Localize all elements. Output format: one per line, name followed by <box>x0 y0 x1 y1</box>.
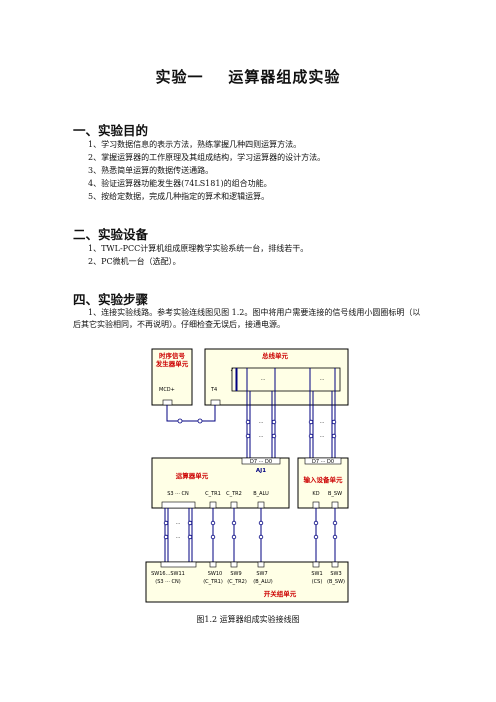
bus-dots-left: ··· <box>261 377 266 383</box>
purpose-item-3: 3、熟悉简单运算的数据传送通路。 <box>88 166 214 175</box>
wire-dots-2: ··· <box>259 434 264 440</box>
alu-pin-ctr1: C_TR1 <box>205 491 221 497</box>
wire-dots-3: ··· <box>320 420 325 426</box>
purpose-item-5: 5、按给定数据，完成几种指定的算术和逻辑运算。 <box>88 192 270 201</box>
figure-caption: 图1.2 运算器组成实验接线图 <box>196 615 300 624</box>
section-heading-steps: 四、实验步骤 <box>73 292 149 307</box>
bus-unit-box: 总线单元 T4 ··· ··· <box>204 348 349 406</box>
alu-pin-balu: B_ALU <box>253 491 269 497</box>
section-heading-purpose: 一、实验目的 <box>73 123 149 138</box>
purpose-item-2: 2、掌握运算器的工作原理及其组成结构，学习运算器的设计方法。 <box>88 153 326 162</box>
switch-unit-title: 开关组单元 <box>264 589 297 598</box>
page-title: 实验一 运算器组成实验 <box>155 68 341 86</box>
alu-unit-title: 运算器单元 <box>176 471 209 480</box>
switch-func-s3cn: (S3 ··· CN) <box>155 579 180 585</box>
alu-unit-box: D7 ··· D0 AJ1 运算器单元 S3 ··· CN C_TR1 C_TR… <box>151 457 290 509</box>
t4-pin <box>210 399 221 406</box>
equipment-item-2: 2、PC微机一台（选配）。 <box>88 257 181 266</box>
timing-unit-title-1: 时序信号 <box>159 351 186 360</box>
bus-dots-right: ··· <box>320 377 325 383</box>
switch-func-ctr1: (C_TR1) <box>203 579 223 585</box>
switch-label-sw7: SW7 <box>256 571 267 577</box>
switch-unit-box: SW16...SW11 SW10 SW9 SW7 SW1 SW3 (S3 ···… <box>145 561 349 603</box>
switch-func-cs: (CS) <box>312 579 323 585</box>
switch-func-ctr2: (C_TR2) <box>227 579 247 585</box>
switch-label-sw3: SW3 <box>330 571 341 577</box>
section-heading-equipment: 二、实验设备 <box>73 227 149 242</box>
equipment-item-1: 1、TWL-PCC计算机组成原理教学实验系统一台，排线若干。 <box>88 244 309 253</box>
input-unit-title: 输入设备单元 <box>304 475 344 484</box>
wire-dots-4: ··· <box>320 434 325 440</box>
clock-pin <box>162 399 173 406</box>
steps-paragraph: 1、连接实验线路。参考实验连线图见图 1.2。图中将用户需要连接的信号线用小圆圈… <box>73 308 421 329</box>
bus-unit-title: 总线单元 <box>262 351 289 360</box>
clock-label: MCD+ <box>159 387 175 393</box>
wire-dots-5: ··· <box>176 521 181 527</box>
t4-label: T4 <box>210 387 217 393</box>
switch-label-sw16: SW16...SW11 <box>151 571 185 577</box>
switch-label-sw10: SW10 <box>208 571 222 577</box>
input-pin-bsw: B_SW <box>328 491 342 497</box>
input-bus-label: D7 ··· D0 <box>312 459 334 465</box>
timing-unit-title-2: 发生器单元 <box>155 359 189 368</box>
alu-bus-label: D7 ··· D0 <box>250 459 272 465</box>
input-pin-kd: KD <box>312 491 319 497</box>
switch-func-balu: (B_ALU) <box>253 579 272 585</box>
purpose-item-4: 4、验证运算器功能发生器(74LS181)的组合功能。 <box>88 179 272 188</box>
input-unit-box: D7 ··· D0 输入设备单元 KD B_SW <box>297 457 349 509</box>
wire-dots-6: ··· <box>176 535 181 541</box>
alu-pin-ctr2: C_TR2 <box>226 491 242 497</box>
wire-dots-1: ··· <box>259 420 264 426</box>
switch-label-sw1: SW1 <box>311 571 322 577</box>
alu-pin-s3cn: S3 ··· CN <box>167 491 189 497</box>
purpose-item-1: 1、学习数据信息的表示方法，熟练掌握几种四则运算方法。 <box>88 140 302 149</box>
switch-label-sw9: SW9 <box>230 571 241 577</box>
alu-chip-label: AJ1 <box>256 468 266 474</box>
clock-wire <box>166 405 216 424</box>
timing-unit-box: 时序信号 发生器单元 MCD+ <box>151 348 193 406</box>
bus-wires: ··· ··· ··· ··· <box>245 391 337 458</box>
switch-func-bsw: (B_SW) <box>327 579 345 585</box>
switch-wires: ··· ··· <box>163 508 338 562</box>
